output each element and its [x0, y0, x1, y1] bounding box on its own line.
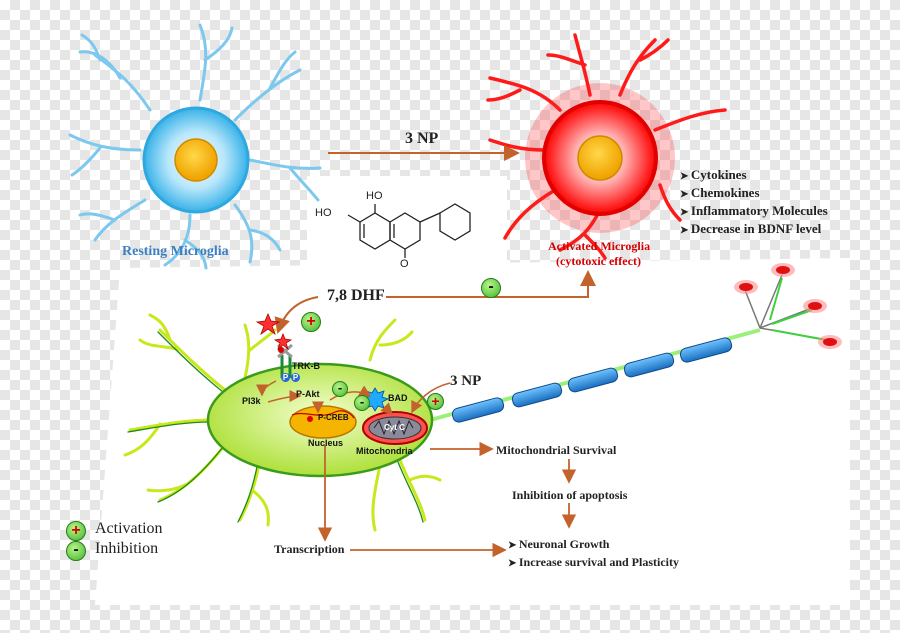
effect-item: Decrease in BDNF level [680, 221, 828, 239]
inhibition-apoptosis-label: Inhibition of apoptosis [512, 488, 628, 502]
pakt-label: P-Akt [296, 389, 320, 399]
pi3k-label: PI3k [242, 396, 261, 406]
nucleus-label: Nucleus [308, 438, 344, 448]
resting-microglia-processes [68, 23, 322, 270]
axon-terminal-green [769, 277, 827, 341]
dhf-label: 7,8 DHF [327, 287, 385, 304]
top-3np-label: 3 NP [405, 130, 439, 147]
transcription-label: Transcription [274, 542, 345, 556]
bad-label: BAD [388, 393, 408, 403]
effect-item: Cytokines [680, 167, 828, 185]
effect-item: Chemokines [680, 185, 828, 203]
molecule-oh-7: HO [315, 207, 332, 219]
molecule-carbonyl-o: O [400, 258, 409, 270]
activated-microglia-processes [486, 33, 727, 260]
legend-inhibition-label: Inhibition [95, 540, 159, 557]
activated-microglia-label: Activated Microglia [548, 239, 651, 253]
phospho-1: P [281, 373, 290, 382]
microglia-effects-list: Cytokines Chemokines Inflammatory Molecu… [680, 167, 828, 239]
legend-activation-label: Activation [95, 520, 163, 537]
inhibition-badge-akt: - [332, 381, 348, 397]
phospho-2: P [291, 373, 300, 382]
trkb-label: TRK-B [292, 361, 320, 371]
flow-arrows [317, 441, 577, 558]
synaptic-terminals [734, 263, 842, 349]
activation-badge-3np: + [427, 393, 444, 410]
myelin-sheaths [451, 337, 733, 423]
legend-activation-icon: + [66, 521, 86, 541]
ligand-stars [255, 312, 293, 351]
pcreb-dot [307, 416, 313, 422]
mitochondrial-survival-label: Mitochondrial Survival [496, 443, 617, 457]
resting-microglia-label: Resting Microglia [122, 244, 229, 259]
signaling-arrows [256, 380, 451, 416]
neuron-dendrite-shadow [127, 331, 424, 523]
legend-inhibition-icon: - [66, 541, 86, 561]
cytc-label: Cyt C [384, 423, 405, 432]
neuron-panel [95, 258, 850, 605]
activation-badge-dhf: + [301, 312, 321, 332]
outcome-item: Increase survival and Plasticity [508, 554, 679, 572]
resting-microglia-nucleus [174, 138, 218, 182]
outcomes-list: Neuronal Growth Increase survival and Pl… [508, 536, 679, 572]
pcreb-label: P-CREB [318, 413, 349, 422]
arrow-dhf-inhibits-microglia [386, 270, 596, 298]
molecule-oh-8: HO [366, 190, 383, 202]
mitochondria-label: Mitochondria [356, 446, 413, 456]
neuron-3np-label: 3 NP [450, 373, 482, 389]
dhf-molecule-structure [347, 203, 471, 258]
cristae [373, 419, 414, 436]
molecule-panel [307, 176, 507, 274]
effect-item: Inflammatory Molecules [680, 203, 828, 221]
cytotoxic-effect-label: (cytotoxic effect) [556, 254, 641, 268]
inhibition-badge-bad: - [354, 395, 370, 411]
neuron-nucleus [289, 405, 357, 439]
arrow-dhf-to-trkb [274, 296, 319, 334]
activated-microglia-nucleus [577, 135, 623, 181]
inhibition-badge-dhf: - [481, 278, 501, 298]
dna-strand [291, 410, 355, 419]
outcome-item: Neuronal Growth [508, 536, 679, 554]
